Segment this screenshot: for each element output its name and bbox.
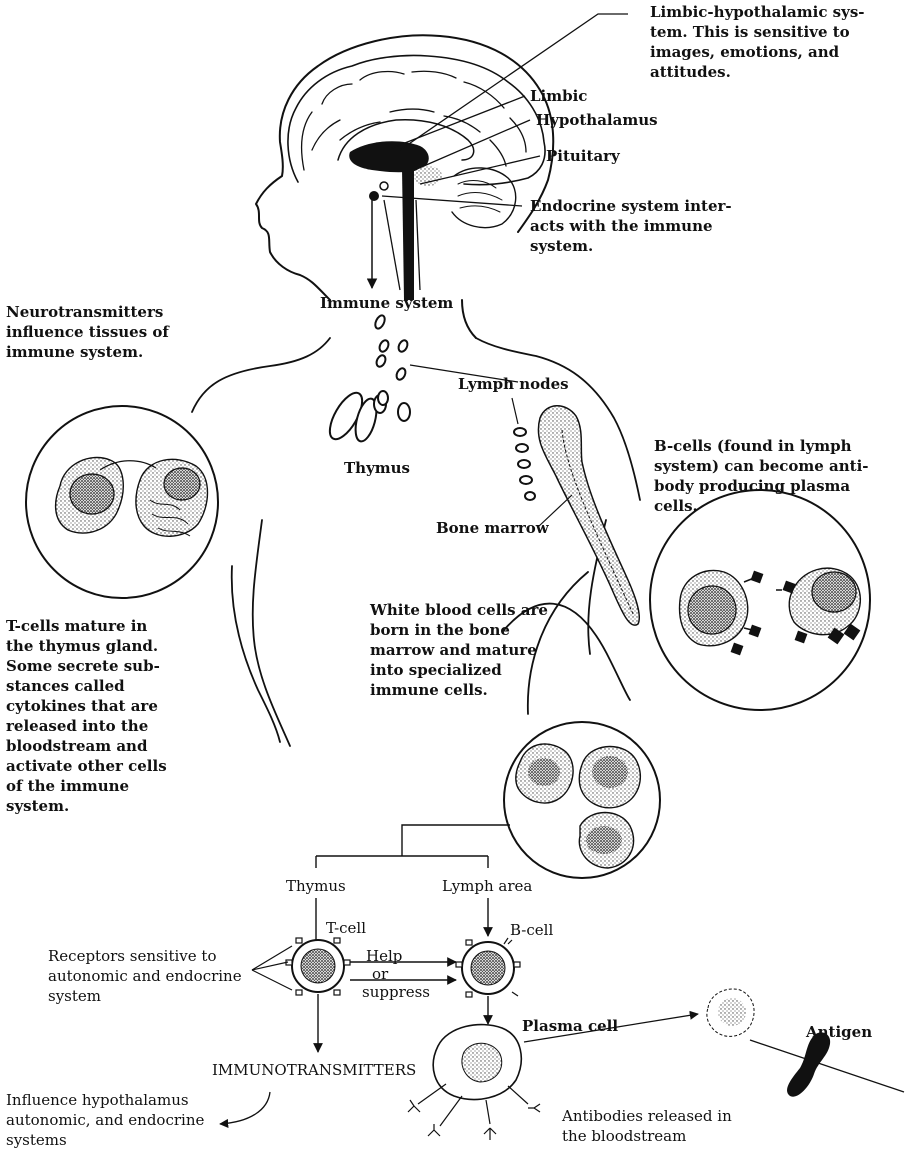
feedback-arrow bbox=[220, 1092, 270, 1124]
plasma-cell bbox=[433, 1025, 521, 1100]
lymph-node bbox=[514, 428, 526, 436]
neck-outline bbox=[462, 300, 476, 338]
cerebellum bbox=[452, 168, 516, 228]
label-white-blood-cells: White blood cells are born in the bone m… bbox=[370, 600, 548, 700]
label-limbic: Limbic bbox=[530, 86, 587, 106]
label-antigen: Antigen bbox=[806, 1022, 872, 1042]
label-pituitary: Pituitary bbox=[546, 146, 620, 166]
node-oval bbox=[375, 354, 387, 368]
antibody-y bbox=[528, 1104, 540, 1112]
label-thymus-top: Thymus bbox=[344, 458, 410, 478]
receptor-pointer bbox=[252, 962, 288, 970]
label-immune-system: Immune system bbox=[320, 293, 453, 313]
thymus-node bbox=[398, 403, 410, 421]
label-endocrine: Endocrine system inter- acts with the im… bbox=[530, 196, 732, 256]
brain-stem bbox=[402, 168, 414, 300]
label-limbic-hypothalamic: Limbic-hypothalamic sys- tem. This is se… bbox=[650, 2, 865, 82]
antibody-y bbox=[428, 1124, 440, 1136]
receptor-pointer bbox=[252, 970, 292, 990]
marrow-cells-magnified bbox=[504, 722, 660, 878]
thymus-node bbox=[378, 391, 388, 405]
node-oval bbox=[378, 339, 390, 353]
label-bone-marrow: Bone marrow bbox=[436, 518, 549, 538]
receptor-pointer bbox=[252, 946, 292, 970]
label-receptors: Receptors sensitive to autonomic and end… bbox=[48, 946, 242, 1006]
branch-from-marrow bbox=[402, 825, 510, 856]
antibody-line bbox=[508, 1086, 528, 1104]
label-t-cell: T-cell bbox=[326, 918, 366, 938]
spinal-cord bbox=[384, 200, 400, 290]
left-shoulder bbox=[192, 338, 330, 412]
antibody-line bbox=[440, 1096, 462, 1126]
antibody-line bbox=[418, 1084, 446, 1104]
label-plasma-cell: Plasma cell bbox=[522, 1016, 618, 1036]
label-b-cell: B-cell bbox=[510, 920, 553, 940]
spinal-column bbox=[416, 200, 420, 290]
t-cells-magnified bbox=[26, 406, 218, 598]
lymph-node bbox=[516, 444, 528, 452]
label-b-cells-note: B-cells (found in lymph system) can beco… bbox=[654, 436, 869, 516]
left-torso bbox=[253, 520, 290, 746]
antibody-y bbox=[408, 1100, 420, 1112]
label-thymus-bottom: Thymus bbox=[286, 876, 346, 896]
limbic-mass bbox=[349, 141, 429, 172]
hypothalamus-node bbox=[380, 182, 388, 190]
label-lymph-area: Lymph area bbox=[442, 876, 532, 896]
node-oval bbox=[395, 367, 407, 381]
lymph-leader bbox=[512, 398, 518, 424]
b-cell bbox=[456, 938, 520, 997]
label-help: Help bbox=[366, 946, 402, 966]
label-hypothalamus: Hypothalamus bbox=[536, 110, 658, 130]
node-oval bbox=[373, 314, 386, 330]
label-lymph-nodes: Lymph nodes bbox=[458, 374, 569, 394]
leader-hypothalamus bbox=[410, 120, 530, 172]
lymph-node bbox=[525, 492, 535, 500]
b-cells-magnified bbox=[650, 490, 870, 710]
antibody-y bbox=[484, 1128, 496, 1140]
label-suppress: suppress bbox=[362, 982, 430, 1002]
lymph-node bbox=[520, 476, 532, 484]
node-oval bbox=[397, 339, 409, 353]
lymph-node bbox=[518, 460, 530, 468]
t-cell bbox=[286, 938, 350, 995]
antigen-cell bbox=[707, 989, 754, 1036]
label-or: or bbox=[372, 964, 388, 984]
antibody-line bbox=[486, 1100, 490, 1124]
pituitary-gland bbox=[369, 191, 379, 201]
label-immunotransmitters: IMMUNOTRANSMITTERS bbox=[212, 1060, 416, 1080]
label-t-cells-note: T-cells mature in the thymus gland. Some… bbox=[6, 616, 167, 816]
label-influence: Influence hypothalamus autonomic, and en… bbox=[6, 1090, 204, 1150]
leader-limbic bbox=[392, 96, 525, 148]
label-antibodies: Antibodies released in the bloodstream bbox=[562, 1106, 732, 1146]
label-neurotransmitters: Neurotransmitters influence tissues of i… bbox=[6, 302, 169, 362]
